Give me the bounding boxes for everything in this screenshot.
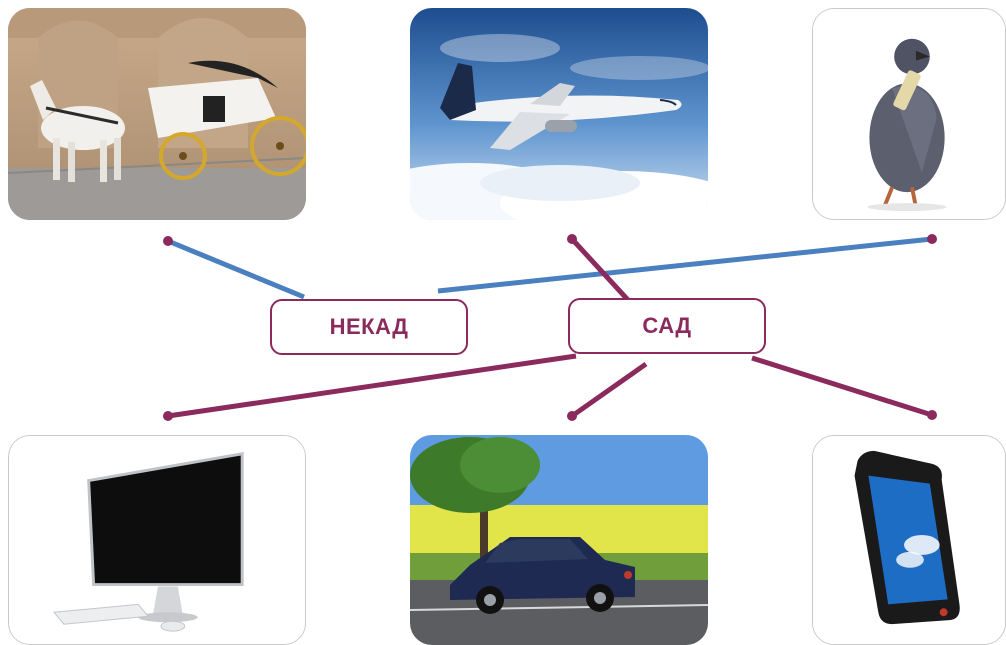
nekad-label: НЕКАД: [329, 314, 409, 339]
connector-car-sad: [570, 361, 648, 419]
connector-airplane-sad: [570, 237, 630, 302]
connector-computer-sad: [167, 353, 577, 419]
connector-pigeon-nekad: [437, 236, 933, 294]
sad-label: САД: [642, 313, 692, 338]
nekad-label-box: НЕКАД: [270, 299, 468, 355]
phone-picture: [812, 435, 1006, 645]
carrier-pigeon-icon: [813, 9, 1005, 219]
connector-phone-sad: [751, 355, 933, 418]
dot-airplane: [567, 234, 577, 244]
dot-car: [567, 411, 577, 421]
car-picture: [410, 435, 708, 645]
car-icon: [410, 435, 708, 645]
computer-picture: [8, 435, 306, 645]
dot-phone: [927, 410, 937, 420]
horse-carriage-icon: [8, 8, 306, 220]
airplane-picture: [410, 8, 708, 220]
dot-carriage: [163, 236, 173, 246]
carriage-picture: [8, 8, 306, 220]
sad-label-box: САД: [568, 298, 766, 354]
computer-monitor-icon: [9, 436, 305, 644]
airplane-icon: [410, 8, 708, 220]
smartphone-icon: [813, 436, 1005, 644]
connector-carriage-nekad: [167, 238, 305, 300]
dot-computer: [163, 411, 173, 421]
dot-pigeon: [927, 234, 937, 244]
pigeon-picture: [812, 8, 1006, 220]
